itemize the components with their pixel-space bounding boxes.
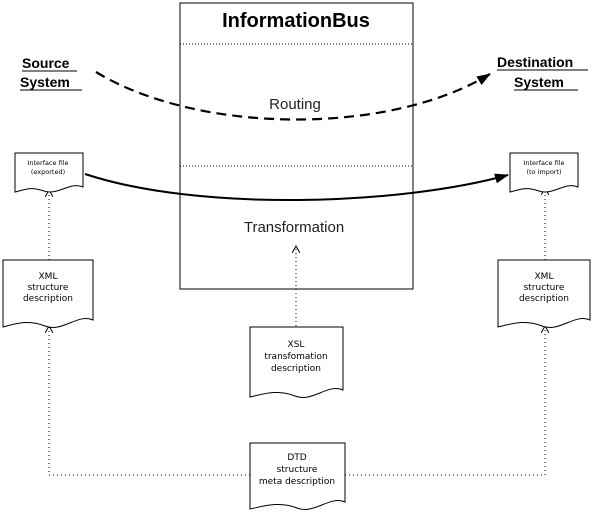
xsl-line2: transfomation <box>264 352 327 362</box>
interface-file-import-line1: Interface file <box>523 159 564 167</box>
xml-left-line1: XML <box>39 272 58 282</box>
dtd-meta-description-doc: DTD structure meta description <box>249 442 346 510</box>
interface-file-exported-line2: (exported) <box>31 168 65 176</box>
routing-flow-arrow <box>95 71 491 121</box>
xml-left-line2: structure <box>28 283 69 293</box>
information-bus: InformationBus Routing Transformation <box>179 2 414 290</box>
dotted-connectors <box>49 188 545 476</box>
dtd-to-xml-left-connector <box>49 326 250 476</box>
dtd-line1: DTD <box>287 453 306 463</box>
interface-file-exported-doc: Interface file (exported) <box>14 152 84 193</box>
transformation-flow-arrow <box>84 173 509 202</box>
interface-file-import-line2: (to import) <box>526 168 561 176</box>
xml-right-line1: XML <box>535 272 554 282</box>
destination-system-line1: Destination <box>497 54 573 70</box>
xml-right-line2: structure <box>524 283 565 293</box>
xml-right-line3: description <box>519 294 569 304</box>
dtd-to-xml-right-connector <box>345 326 545 476</box>
source-system: Source System <box>20 55 82 91</box>
xsl-line3: description <box>271 364 321 374</box>
destination-system: Destination System <box>497 54 588 91</box>
xml-structure-right-doc: XML structure description <box>497 259 591 328</box>
source-system-line1: Source <box>22 55 70 71</box>
interface-file-exported-line1: Interface file <box>27 159 68 167</box>
interface-file-import-doc: Interface file (to import) <box>509 152 579 193</box>
xml-left-line3: description <box>23 294 73 304</box>
xsl-line1: XSL <box>288 340 305 350</box>
dtd-line2: structure <box>277 465 318 475</box>
source-system-line2: System <box>20 74 70 90</box>
information-bus-box <box>179 2 414 290</box>
xml-structure-left-doc: XML structure description <box>2 259 94 328</box>
transformation-label: Transformation <box>244 219 344 236</box>
information-bus-title: InformationBus <box>222 10 370 32</box>
dtd-line3: meta description <box>259 477 335 487</box>
xsl-transformation-doc: XSL transfomation description <box>249 326 344 398</box>
routing-label: Routing <box>269 96 321 113</box>
destination-system-line2: System <box>514 74 564 90</box>
